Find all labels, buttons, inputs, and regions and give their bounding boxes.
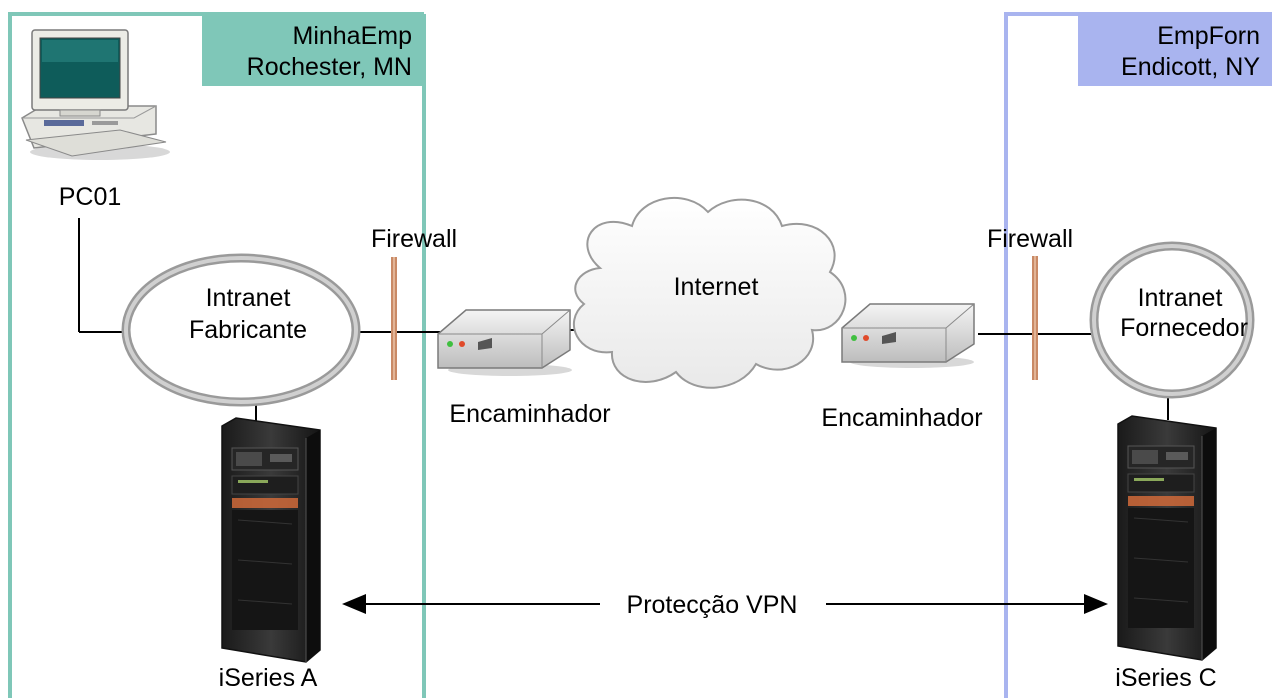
right-server-label: iSeries C (1115, 664, 1216, 692)
right-intranet-label-line2: Fornecedor (1120, 314, 1248, 342)
right-site-location: Endicott, NY (1121, 53, 1260, 81)
right-site-label-box (1078, 14, 1272, 86)
left-router-label: Encaminhador (449, 400, 610, 428)
firewall-icon-left (391, 257, 397, 380)
right-firewall-label: Firewall (987, 225, 1073, 253)
left-server-label: iSeries A (219, 664, 318, 692)
left-intranet-label-line1: Intranet (206, 284, 291, 312)
right-site-region: EmpForn Endicott, NY (1004, 12, 1272, 698)
left-site-location: Rochester, MN (247, 53, 412, 81)
vpn-label: Protecção VPN (627, 591, 798, 619)
right-intranet-label-line1: Intranet (1138, 284, 1223, 312)
internet-label: Internet (674, 273, 759, 301)
router-icon-right (841, 303, 975, 368)
left-intranet-label-line2: Fabricante (189, 316, 307, 344)
intranet-ring-icon-right (1089, 241, 1255, 399)
router-icon-left (437, 309, 572, 376)
right-site-company: EmpForn (1157, 22, 1260, 50)
left-site-label-box (202, 14, 424, 86)
internet-cloud-icon (573, 197, 847, 389)
firewall-icon-right (1032, 256, 1038, 380)
intranet-ring-icon-left (121, 253, 361, 407)
left-firewall-label: Firewall (371, 225, 457, 253)
left-site-region: MinhaEmp Rochester, MN (8, 12, 426, 698)
desktop-computer-icon (21, 29, 170, 160)
server-tower-icon-left (221, 417, 321, 663)
pc-label: PC01 (59, 183, 122, 211)
left-site-company: MinhaEmp (293, 22, 413, 50)
right-router-label: Encaminhador (821, 404, 982, 432)
server-tower-icon-right (1117, 415, 1217, 661)
